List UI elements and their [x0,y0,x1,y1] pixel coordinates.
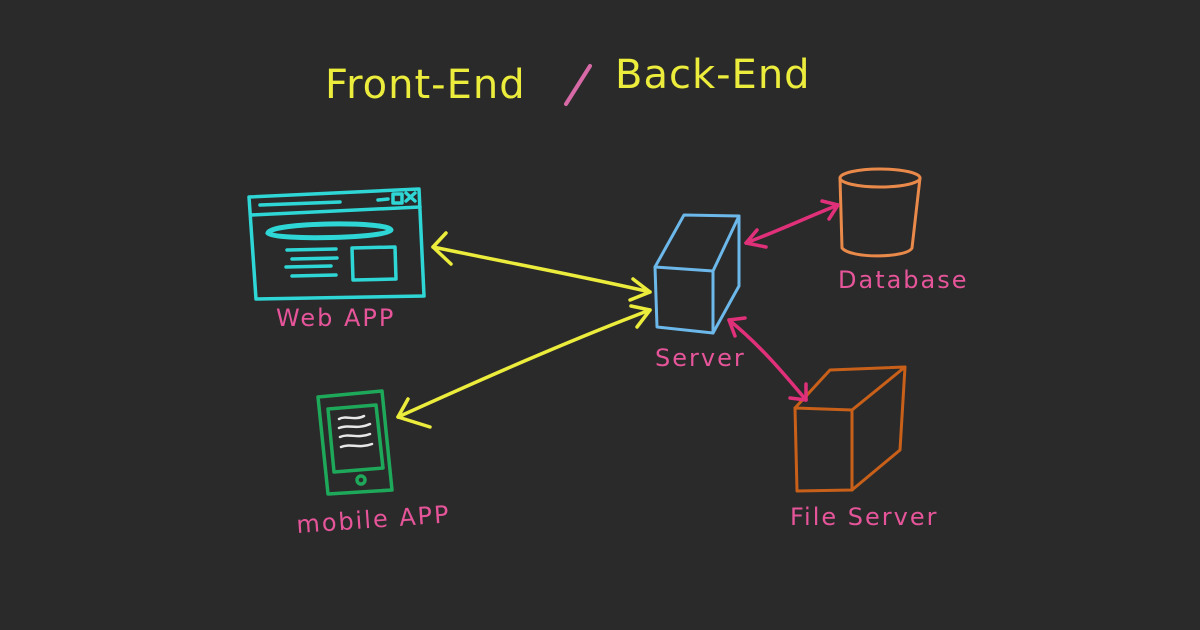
title-back-end: Back-End [615,52,811,98]
browser-window-icon [247,187,426,301]
server-file-server-connection [727,316,808,402]
web-app-label: Web APP [276,304,395,332]
mobile-app-server-connection [396,304,652,429]
mobile-app-label: mobile APP [295,500,451,539]
server-node: Server [653,213,746,372]
diagram-title: Front-End Back-End [325,52,811,108]
mobile-app-node: mobile APP [295,389,451,539]
database-label: Database [838,266,969,294]
server-database-connection [744,199,840,249]
server-label: Server [655,344,746,372]
mobile-phone-icon [316,389,394,496]
file-server-label: File Server [790,503,939,531]
server-cube-icon [653,213,741,335]
web-app-server-connection [431,231,652,302]
web-app-node: Web APP [247,187,426,332]
database-node: Database [838,167,969,294]
title-slash [564,64,592,106]
file-server-box-icon [793,365,907,493]
file-server-node: File Server [790,365,939,531]
title-front-end: Front-End [325,62,526,108]
database-cylinder-icon [838,167,922,258]
